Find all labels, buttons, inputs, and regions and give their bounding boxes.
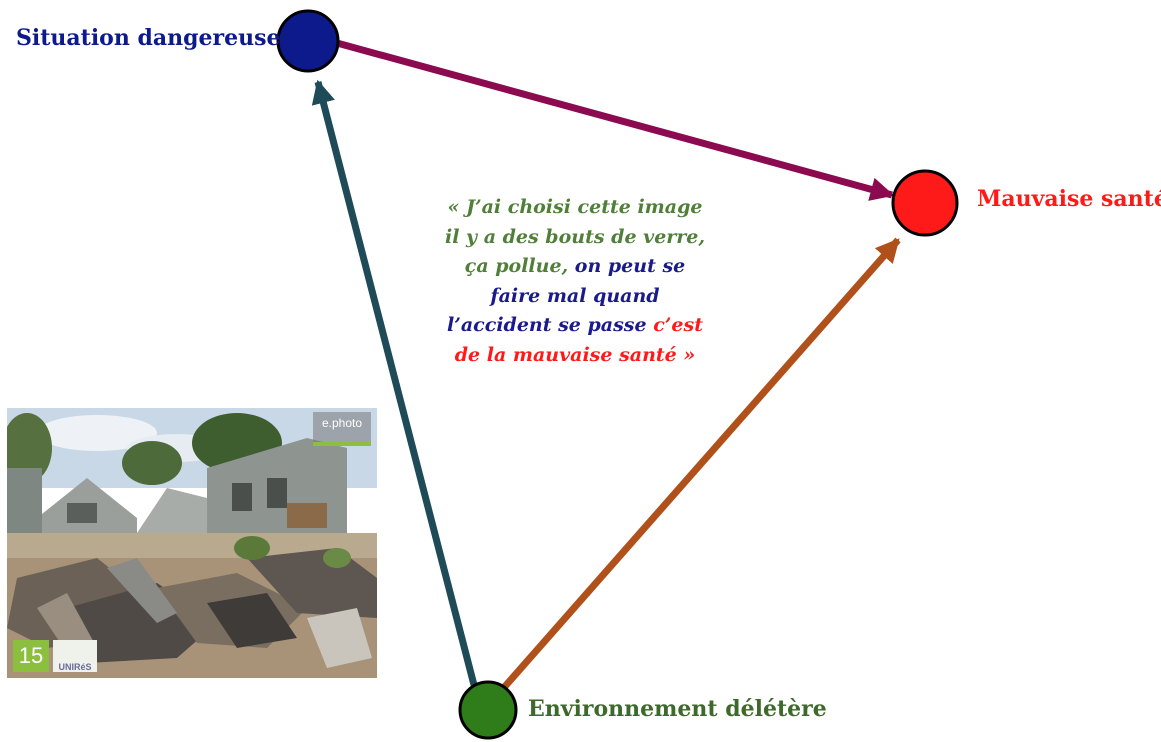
arrow-environnement-to-situation bbox=[311, 79, 478, 686]
label-environnement-deletere: Environnement délétère bbox=[528, 696, 827, 722]
debris-photo-drawing bbox=[7, 408, 377, 678]
label-situation-dangereuse: Situation dangereuse bbox=[16, 25, 281, 51]
node-environnement-deletere bbox=[458, 680, 518, 740]
quote-text: « J’ai choisi cette image il y a des bou… bbox=[440, 193, 710, 370]
photo-partner-logo: UNIRéS bbox=[53, 640, 97, 672]
arrow-environnement-to-mauvaise bbox=[497, 237, 901, 695]
debris-photo: e.photo 15 UNIRéS bbox=[7, 408, 377, 678]
label-mauvaise-sante: Mauvaise santé bbox=[977, 186, 1161, 212]
quote-part-green: « J’ai choisi cette image il y a des bou… bbox=[444, 196, 706, 277]
quote-part-blue: on peut se faire mal quand l’accident se… bbox=[447, 255, 686, 336]
quote-part-red: c’est de la mauvaise santé » bbox=[454, 314, 703, 366]
node-mauvaise-sante bbox=[891, 169, 959, 237]
photo-number-badge: 15 bbox=[13, 640, 49, 672]
arrow-situation-to-mauvaise bbox=[336, 39, 895, 201]
photo-brand-logo: e.photo bbox=[313, 412, 371, 446]
node-situation-dangereuse bbox=[276, 9, 340, 73]
